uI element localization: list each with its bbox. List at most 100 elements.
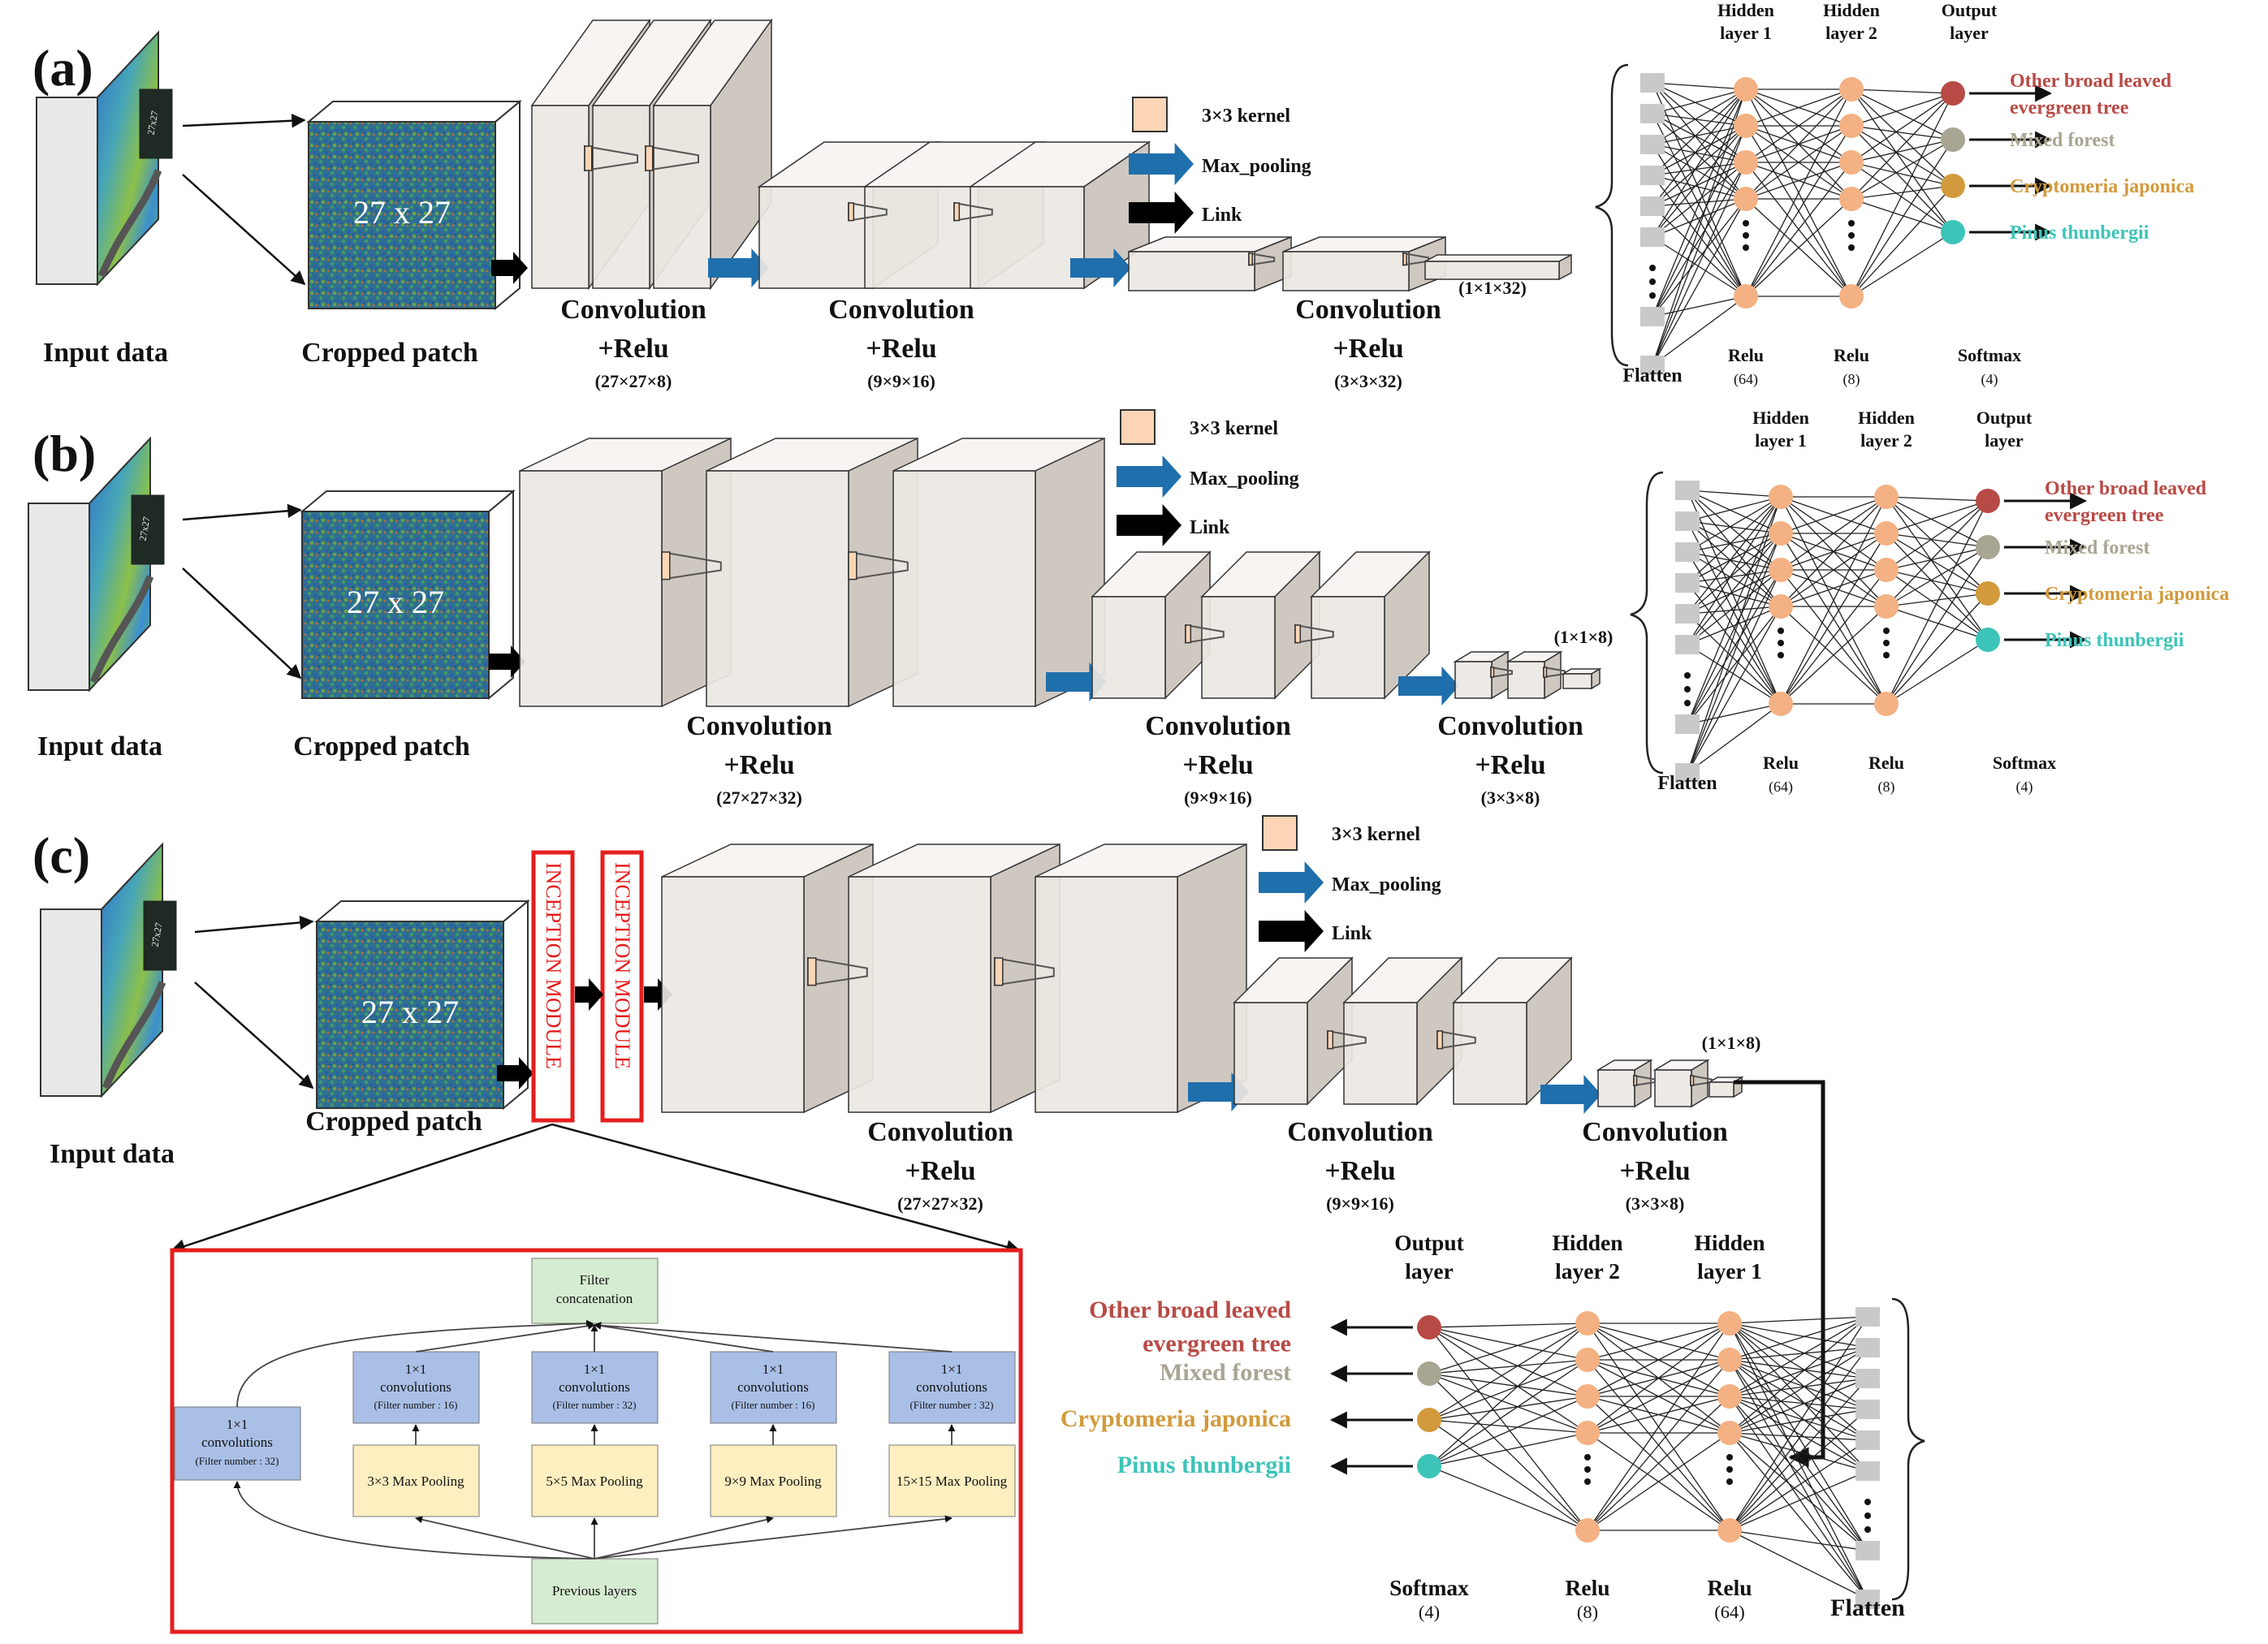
connection <box>1780 496 1887 571</box>
class-label: Pinus thunbergii <box>1117 1452 1291 1478</box>
connection <box>1652 113 1747 163</box>
conv-title: Convolution <box>686 711 832 741</box>
class-label: Pinus thunbergii <box>2010 222 2149 244</box>
connection <box>1652 125 1747 366</box>
kernel-mark <box>848 550 909 580</box>
output-layer-title: Output <box>1942 0 1998 20</box>
connection <box>1729 1316 1868 1361</box>
branch-conv-label-line2: convolutions <box>380 1379 451 1395</box>
connection <box>1428 1323 1588 1328</box>
connection <box>1652 88 1747 317</box>
output-node <box>1941 127 1965 152</box>
kernel-mark <box>1633 1074 1656 1087</box>
conv-stage2-block <box>1342 956 1463 1106</box>
link-legend-label: Link <box>1332 923 1372 944</box>
river-path <box>102 981 166 1090</box>
side-conv-to-concat <box>236 1319 594 1408</box>
hidden-layer-1-title-line2: layer 1 <box>1755 430 1807 451</box>
connection <box>1428 1327 1588 1531</box>
conv-stage2-block <box>1452 956 1573 1106</box>
input-data: 27x27 <box>40 842 177 1098</box>
output-layer-title: Output <box>1394 1230 1464 1255</box>
connection <box>1687 496 1782 774</box>
block-front <box>1597 1069 1635 1107</box>
kernel-square <box>953 202 961 222</box>
connection <box>1851 125 1954 233</box>
conv-to-concat-arrow <box>594 1322 953 1353</box>
connection <box>1687 606 1782 645</box>
connection <box>1886 533 1989 594</box>
flatten-unit <box>1675 481 1700 500</box>
connection <box>1652 162 1747 366</box>
conv-title: Convolution <box>828 295 974 325</box>
inception-module-box <box>600 850 644 1123</box>
connection <box>1652 162 1747 207</box>
patch-image <box>316 921 504 1109</box>
kernel-mark <box>645 145 699 172</box>
patch-window-label: 27x27 <box>145 110 161 136</box>
kernel-square <box>1543 667 1548 678</box>
hidden-layer-1-title-line2: layer 1 <box>1697 1258 1762 1284</box>
output-node <box>1976 581 2000 606</box>
connection <box>1851 88 1954 233</box>
connection <box>1729 1432 1868 1551</box>
conv-dims: (3×3×32) <box>1334 371 1402 391</box>
connection <box>1687 582 1782 607</box>
filter-concat-label: Filter <box>580 1272 610 1288</box>
hidden2-node <box>1839 284 1864 309</box>
ellipsis-dot <box>1726 1454 1733 1461</box>
conv-dims: (9×9×16) <box>1184 787 1252 808</box>
connection <box>1687 520 1782 607</box>
branch-conv-box <box>710 1351 837 1424</box>
maxpool-legend-arrow <box>1259 861 1324 904</box>
crop-arrow <box>194 982 314 1090</box>
block-front <box>1091 596 1166 699</box>
conv-dims: (3×3×8) <box>1481 787 1540 808</box>
connection <box>1729 1323 1868 1600</box>
connection <box>1780 606 1887 705</box>
connection <box>1428 1359 1588 1421</box>
connection <box>1851 139 1954 200</box>
conv-stage1-block <box>652 18 773 291</box>
hidden1-node <box>1769 521 1793 546</box>
conv-to-concat-arrow <box>594 1322 774 1353</box>
connection <box>1652 236 1747 297</box>
patch-window <box>131 494 165 565</box>
kernel-square <box>1294 624 1302 644</box>
patch-image <box>301 511 490 699</box>
conv-stage1-block <box>661 843 874 1114</box>
connection <box>1886 639 1989 705</box>
fully-connected-net <box>1630 471 2000 783</box>
softmax-label: Softmax <box>1389 1575 1469 1600</box>
flatten-link-path <box>1734 1080 1825 1468</box>
branch-conv-box <box>531 1351 659 1424</box>
connection <box>1687 569 1782 645</box>
connection <box>1652 88 1747 145</box>
connection <box>1687 533 1782 553</box>
connection <box>1886 593 1989 705</box>
conv-activation: +Relu <box>1619 1156 1690 1186</box>
connection <box>1851 125 1954 187</box>
connection <box>1652 296 1747 317</box>
connection <box>1729 1530 1868 1600</box>
connection <box>1687 496 1782 645</box>
connection <box>1687 533 1782 725</box>
flatten-unit <box>1640 307 1665 326</box>
connection <box>1687 490 1782 607</box>
output-node <box>1417 1315 1441 1340</box>
ellipsis-dot <box>1684 672 1691 679</box>
connection <box>1745 162 1852 200</box>
connection <box>1687 582 1782 705</box>
ellipsis-dot <box>1848 232 1855 239</box>
class-label: Mixed forest <box>1160 1359 1291 1386</box>
connection <box>1729 1432 1868 1600</box>
connection <box>1729 1439 1868 1531</box>
previous-layers-label: Previous layers <box>552 1583 637 1599</box>
connection <box>1687 496 1782 584</box>
connection <box>1780 496 1887 607</box>
connection <box>1745 198 1852 297</box>
ellipsis-dot <box>1584 1466 1591 1473</box>
flatten-unit <box>1675 604 1700 624</box>
block-front <box>1035 876 1178 1113</box>
